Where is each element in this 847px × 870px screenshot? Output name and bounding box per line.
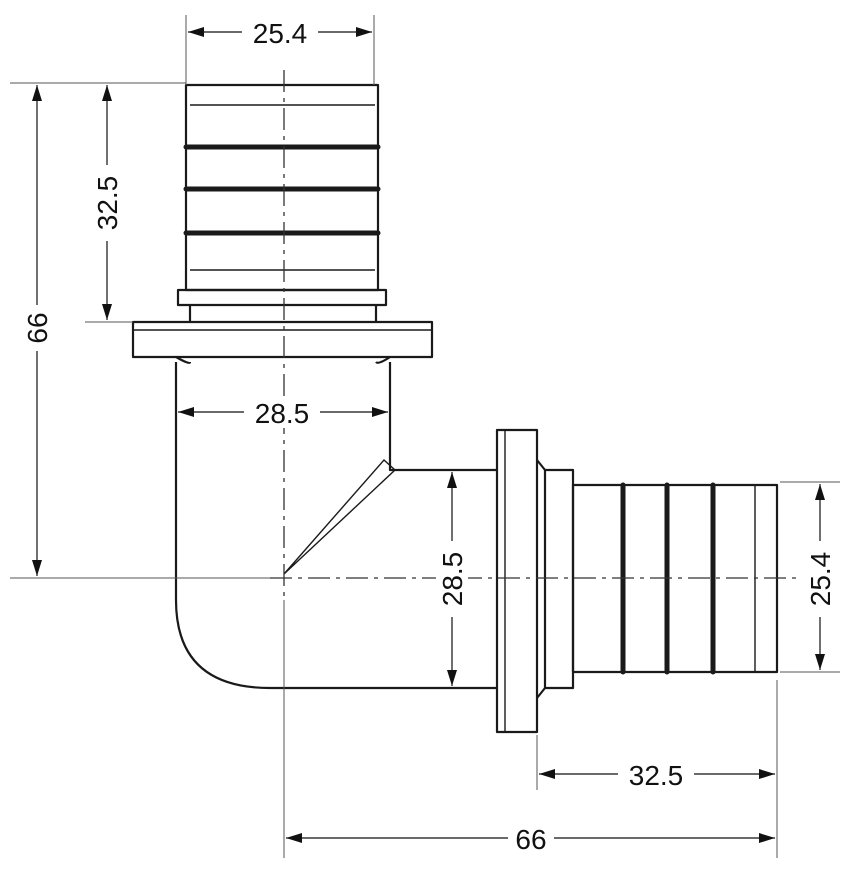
dim-overall-width: 66 [515,824,546,855]
top-insert [131,83,434,364]
dim-top-insert-length: 32.5 [92,176,123,231]
side-barb-sleeve [571,483,779,674]
top-barb-sleeve [184,83,380,292]
dim-side-body-diameter: 28.5 [437,552,468,607]
extension-lines [10,15,840,858]
center-lines [270,70,800,600]
dim-side-insert-length: 32.5 [629,760,684,791]
side-insert [495,428,779,734]
dim-overall-height: 66 [22,312,53,343]
elbow-body [174,362,497,690]
dim-top-outer-diameter: 25.4 [253,18,308,49]
dim-top-body-diameter: 28.5 [255,398,310,429]
top-flange [131,320,434,359]
dim-side-outer-diameter: 25.4 [805,552,836,607]
side-collar [543,468,575,690]
top-collar [176,288,388,307]
dimension-lines [32,27,825,843]
side-flange [495,428,539,734]
dimension-labels: 25.4 32.5 66 28.5 28.5 25.4 32.5 66 [21,16,836,855]
